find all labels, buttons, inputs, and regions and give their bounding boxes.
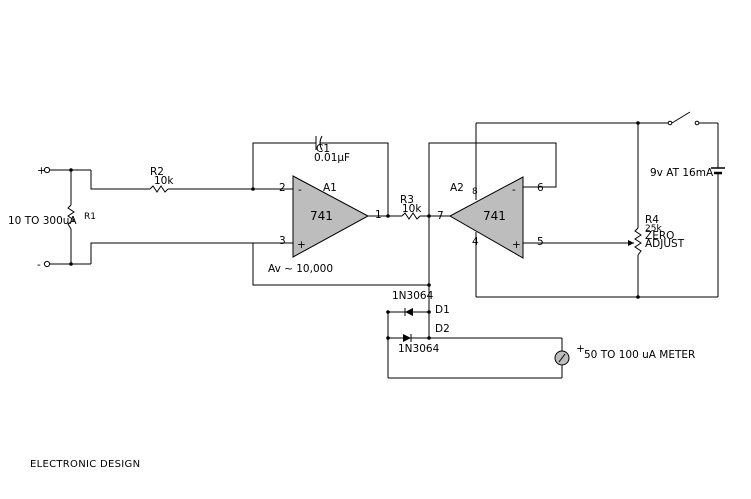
input-terminals: + - R1 10 TO 300uA — [8, 165, 96, 271]
d2-diode — [403, 334, 411, 342]
r1-label: R1 — [84, 212, 96, 222]
r4-value: 25k — [645, 224, 662, 234]
a2-plus: + — [512, 239, 521, 251]
battery-label: 9v AT 16mA — [650, 167, 714, 179]
a2-pin-7: 7 — [437, 210, 444, 222]
a1-part: 741 — [310, 209, 333, 223]
r4-name: R4 — [645, 214, 659, 226]
a1-pin-1: 1 — [375, 209, 382, 221]
r3-value: 10k — [402, 203, 422, 215]
plus-terminal-label: + — [37, 165, 46, 177]
d1-diode — [405, 308, 413, 316]
a2-part: 741 — [483, 209, 506, 223]
r1-resistor — [67, 204, 75, 230]
meter-plus: + — [576, 343, 585, 355]
minus-terminal — [43, 260, 51, 268]
r4-function-1: ZERO — [645, 230, 674, 242]
c1-value: 0.01µF — [314, 152, 350, 164]
d2-part: 1N3064 — [398, 343, 440, 355]
a1-opamp: 741 - + A1 2 3 1 — [279, 175, 382, 258]
d1-name: D1 — [435, 304, 450, 316]
d1-part: 1N3064 — [392, 290, 434, 302]
r4-potentiometer — [634, 227, 642, 256]
a2-minus: - — [512, 184, 516, 196]
a1-minus: - — [298, 184, 302, 196]
a2-pin-8: 8 — [472, 187, 478, 197]
r2-name: R2 — [150, 166, 164, 178]
a1-name: A1 — [323, 182, 337, 194]
plus-terminal — [43, 166, 51, 174]
c1-name: C1 — [316, 143, 330, 155]
switch-lever — [671, 111, 691, 124]
a1-pin-3: 3 — [279, 235, 286, 247]
r2-value: 10k — [154, 175, 174, 187]
r3-name: R3 — [400, 194, 414, 206]
a2-pin-6: 6 — [537, 182, 544, 194]
a2-name: A2 — [450, 182, 464, 194]
switch-contact-left — [667, 120, 673, 126]
meter-label: 50 TO 100 uA METER — [584, 349, 695, 361]
minus-terminal-label: - — [37, 259, 41, 271]
r2-resistor — [149, 185, 169, 193]
r4-function-2: ADJUST — [645, 238, 685, 250]
a1-plus: + — [297, 239, 306, 251]
a1-pin-2: 2 — [279, 182, 286, 194]
d2-name: D2 — [435, 323, 450, 335]
a2-opamp: 741 - + A2 8 6 7 4 5 — [437, 176, 544, 259]
a2-pin-5: 5 — [537, 236, 544, 248]
switch-contact-right — [694, 120, 700, 126]
credit: ELECTRONIC DESIGN — [30, 459, 140, 470]
input-range-label: 10 TO 300uA — [8, 215, 77, 227]
a1-gain: Av ~ 10,000 — [268, 263, 333, 275]
r3-resistor — [401, 212, 421, 220]
